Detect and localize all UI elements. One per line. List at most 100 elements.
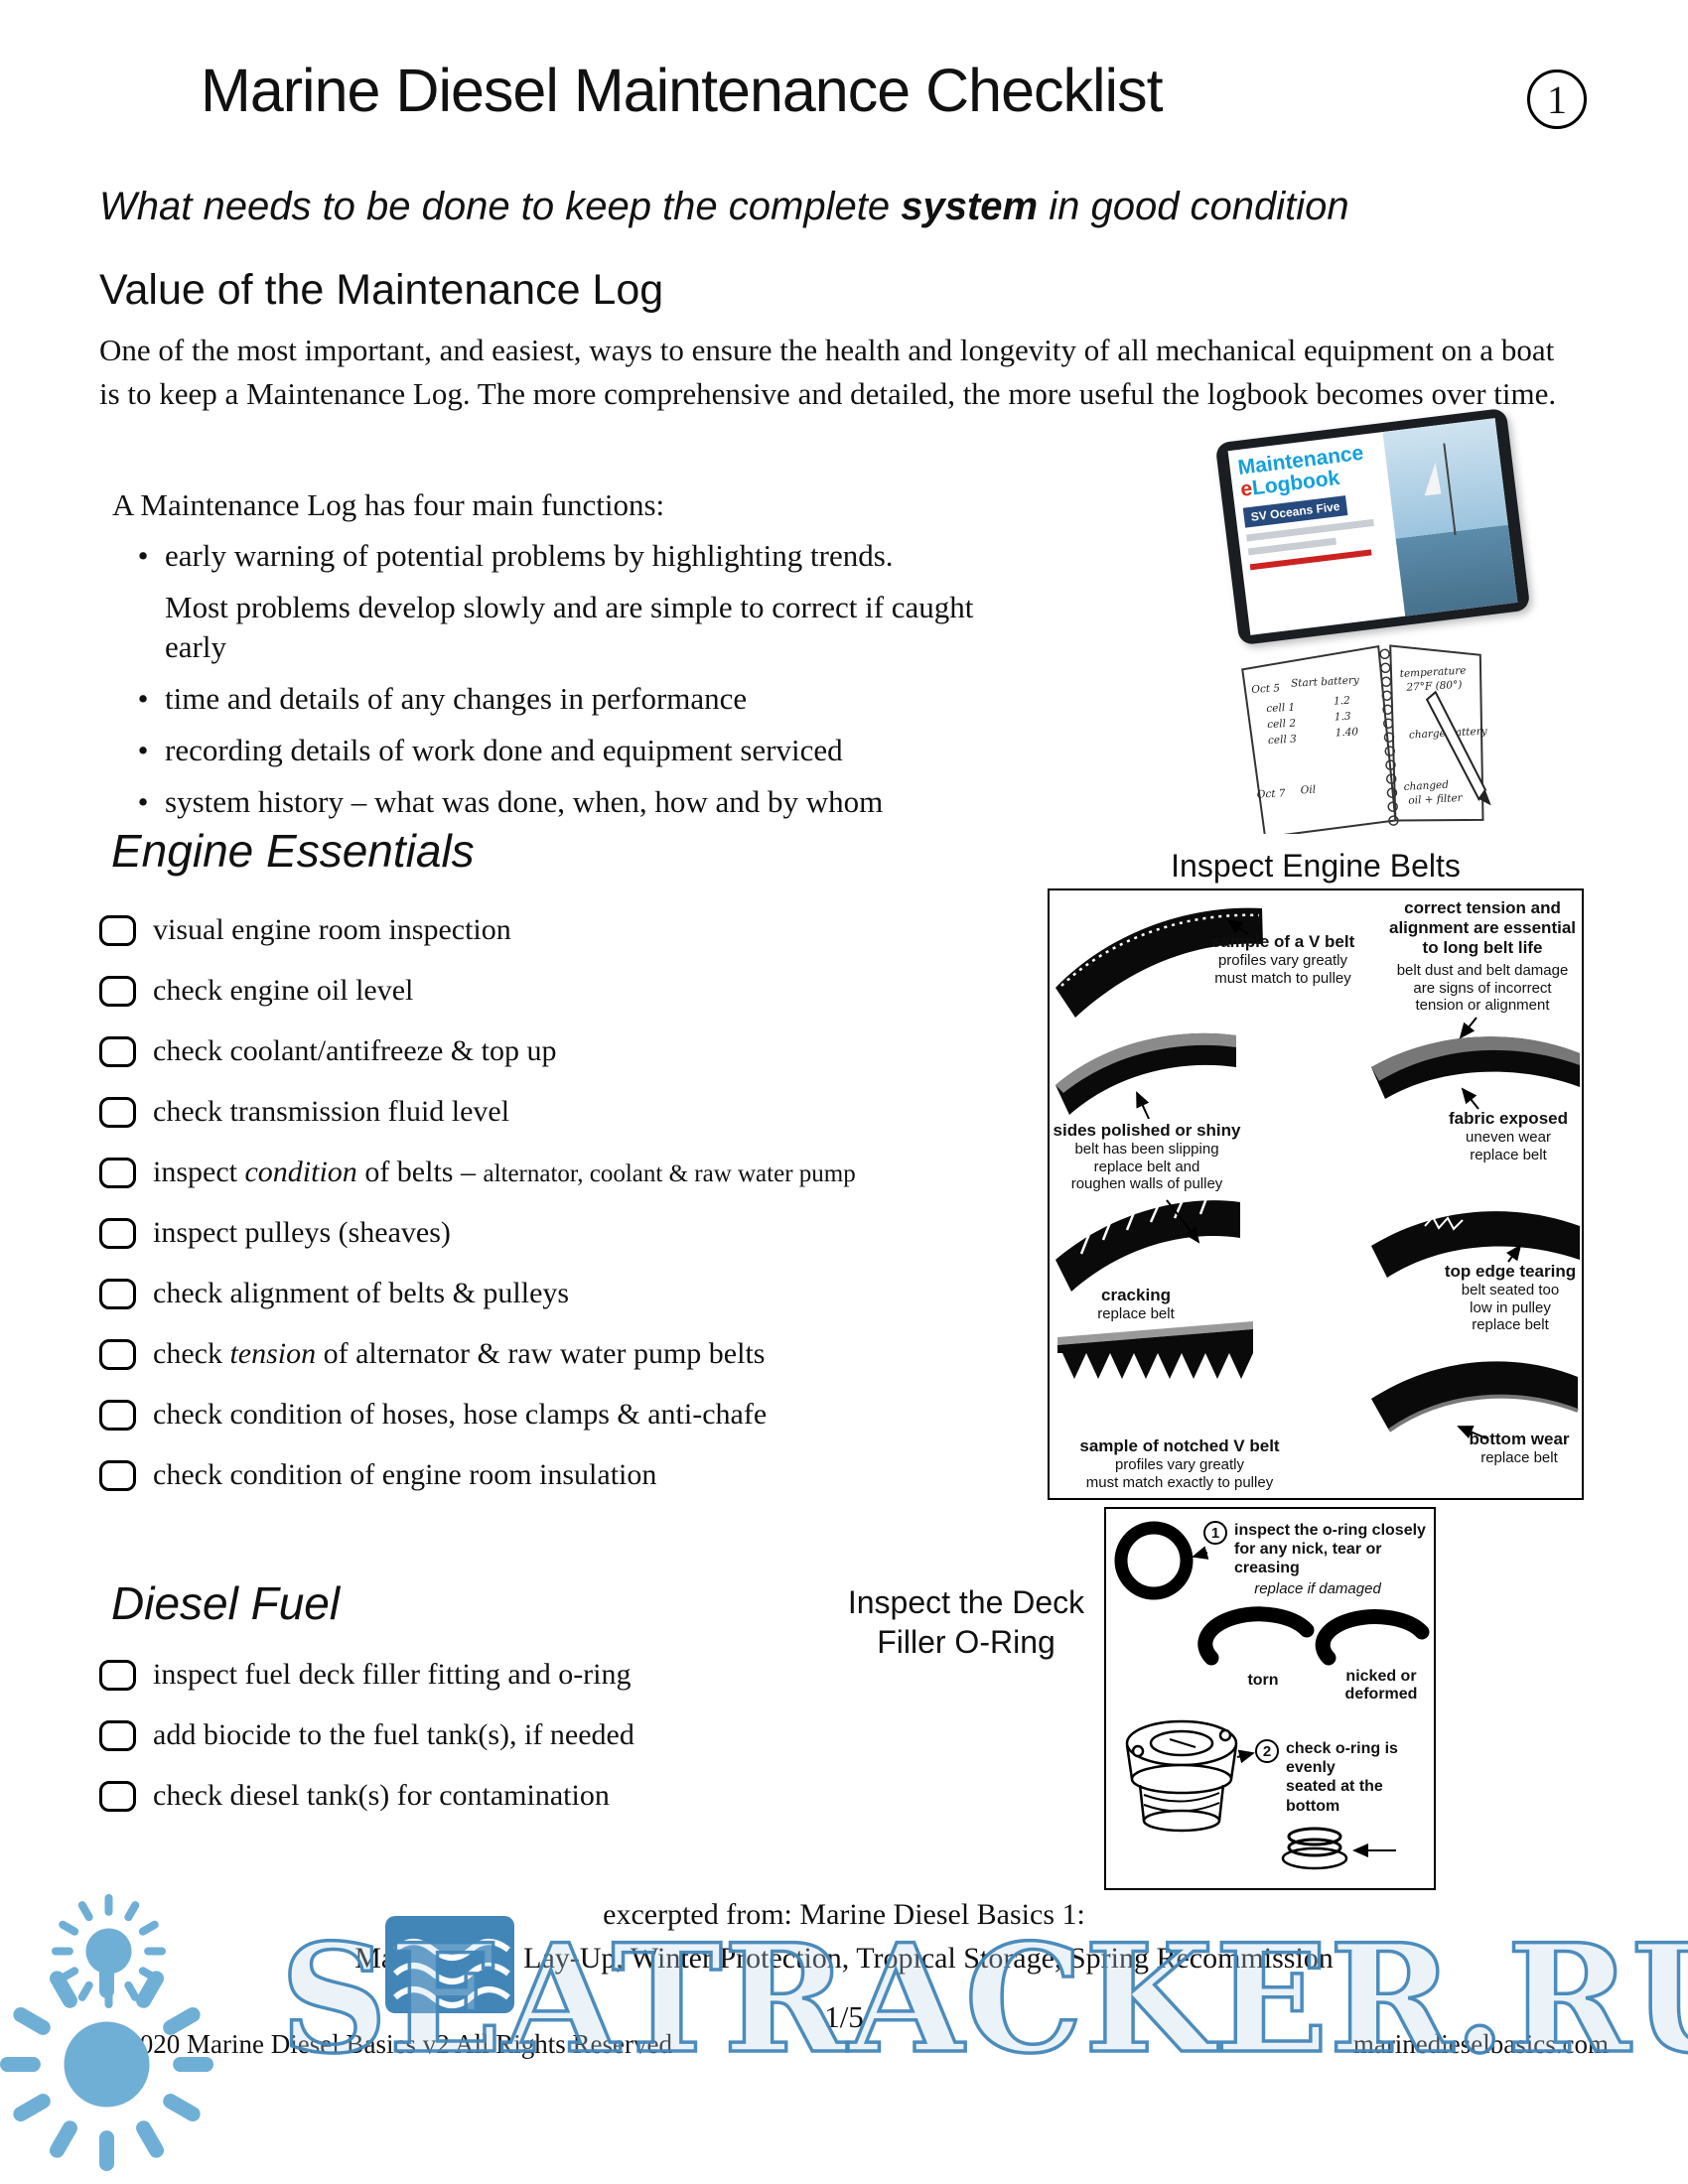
checklist-item: check condition of hoses, hose clamps & … bbox=[99, 1396, 856, 1433]
elogbook-tablet-illustration: Maintenance eLogbook SV Oceans Five bbox=[1214, 407, 1531, 646]
sailboat-photo bbox=[1382, 418, 1518, 616]
checklist-item: check tension of alternator & raw water … bbox=[99, 1335, 856, 1373]
bullet-note: Most problems develop slowly and are sim… bbox=[165, 590, 974, 664]
diesel-checklist: inspect fuel deck filler fitting and o-r… bbox=[99, 1656, 634, 1838]
page-title: Marine Diesel Maintenance Checklist bbox=[201, 57, 1164, 124]
checkbox[interactable] bbox=[99, 1719, 136, 1751]
annotation-nicked: nicked or deformed bbox=[1344, 1668, 1418, 1703]
annotation-belt-dust: belt dust and belt damage are signs of i… bbox=[1396, 962, 1569, 1015]
checkbox[interactable] bbox=[99, 975, 136, 1007]
step-number-badge: 2 bbox=[1255, 1739, 1279, 1763]
checkbox[interactable] bbox=[99, 1217, 136, 1249]
bullet-dot: • bbox=[137, 538, 149, 573]
svg-text:temperature: temperature bbox=[1399, 665, 1466, 680]
checklist-item: check engine oil level bbox=[99, 972, 856, 1010]
svg-text:changed: changed bbox=[1403, 779, 1449, 793]
svg-text:1.3: 1.3 bbox=[1335, 711, 1352, 724]
svg-text:Oct 5: Oct 5 bbox=[1251, 682, 1281, 696]
logbook-sketch: Oct 5 Start battery cell 1 1.2 cell 2 1.… bbox=[1241, 644, 1491, 834]
section-heading-maintenance-log: Value of the Maintenance Log bbox=[99, 266, 664, 314]
checkbox[interactable] bbox=[99, 1780, 136, 1812]
checkbox[interactable] bbox=[99, 1659, 136, 1691]
checklist-label: check alignment of belts & pulleys bbox=[153, 1277, 570, 1309]
excerpt-line1: excerpted from: Marine Diesel Basics 1: bbox=[603, 1898, 1085, 1931]
oring-drawings bbox=[1114, 1521, 1430, 1870]
checklist-item: check condition of engine room insulatio… bbox=[99, 1456, 856, 1494]
svg-text:1.40: 1.40 bbox=[1335, 726, 1358, 739]
tablet-screen: Maintenance eLogbook SV Oceans Five bbox=[1227, 418, 1518, 635]
page-number-badge: 1 bbox=[1527, 69, 1587, 129]
checklist-item: check alignment of belts & pulleys bbox=[99, 1275, 856, 1312]
checkbox[interactable] bbox=[99, 914, 136, 946]
checklist-label: check engine oil level bbox=[153, 974, 414, 1007]
bullet-dot: • bbox=[137, 784, 149, 819]
functions-bullet-list: • early warning of potential problems by … bbox=[121, 536, 975, 834]
subtitle-pre: What needs to be done to keep the comple… bbox=[99, 185, 902, 228]
step-number-badge: 1 bbox=[1203, 1521, 1227, 1545]
checkbox[interactable] bbox=[99, 1459, 136, 1491]
bullet-text: early warning of potential problems by h… bbox=[165, 538, 894, 573]
checklist-item: check coolant/antifreeze & top up bbox=[99, 1032, 856, 1070]
placeholder-text-bar bbox=[1247, 537, 1336, 556]
checklist-label: inspect condition of belts – alternator,… bbox=[153, 1156, 856, 1188]
annotation-torn: torn bbox=[1247, 1672, 1279, 1689]
checkbox[interactable] bbox=[99, 1096, 136, 1128]
checklist-label: check tension of alternator & raw water … bbox=[153, 1337, 766, 1370]
svg-text:cell 2: cell 2 bbox=[1267, 718, 1297, 732]
subtitle-bold: system bbox=[901, 185, 1039, 228]
belt-drawings bbox=[1055, 907, 1580, 1439]
checkbox[interactable] bbox=[99, 1157, 136, 1188]
belts-figure-caption: Inspect Engine Belts bbox=[1171, 848, 1461, 884]
checklist-label: inspect fuel deck filler fitting and o-r… bbox=[153, 1658, 632, 1691]
checklist-label: check coolant/antifreeze & top up bbox=[153, 1034, 557, 1067]
checkbox[interactable] bbox=[99, 1278, 136, 1309]
spiral-binding bbox=[1379, 648, 1399, 826]
checkbox[interactable] bbox=[99, 1399, 136, 1431]
checklist-label: check condition of engine room insulatio… bbox=[153, 1458, 657, 1491]
bullet-item: • early warning of potential problems by … bbox=[121, 536, 975, 576]
oring-caption-line2: Filler O-Ring bbox=[877, 1624, 1055, 1660]
bullet-item: •time and details of any changes in perf… bbox=[121, 679, 975, 719]
checklist-label: check condition of hoses, hose clamps & … bbox=[153, 1398, 768, 1431]
functions-intro: A Maintenance Log has four main function… bbox=[112, 487, 665, 522]
checklist-item: add biocide to the fuel tank(s), if need… bbox=[99, 1716, 634, 1754]
checklist-item: inspect fuel deck filler fitting and o-r… bbox=[99, 1656, 634, 1694]
subtitle-post: in good condition bbox=[1038, 185, 1349, 228]
sail-shape bbox=[1420, 462, 1442, 496]
engine-checklist: visual engine room inspection check engin… bbox=[99, 911, 856, 1517]
svg-text:27°F (80°): 27°F (80°) bbox=[1405, 679, 1463, 694]
svg-text:cell 1: cell 1 bbox=[1266, 702, 1295, 715]
annotation-correct-tension: correct tension and alignment are essent… bbox=[1388, 898, 1577, 958]
checklist-label: check diesel tank(s) for contamination bbox=[153, 1779, 610, 1812]
copyright-notice: © 2020 Marine Diesel Basics v2 All Right… bbox=[99, 2029, 672, 2059]
intro-paragraph: One of the most important, and easiest, … bbox=[99, 333, 1557, 412]
checklist-item: visual engine room inspection bbox=[99, 911, 856, 949]
checkbox[interactable] bbox=[99, 1338, 136, 1370]
bullet-item: • system history – what was done, when, h… bbox=[121, 782, 975, 822]
page-indicator: 1/5 bbox=[824, 1999, 864, 2034]
svg-text:cell 3: cell 3 bbox=[1268, 734, 1298, 748]
pen-sketch bbox=[1425, 690, 1491, 806]
oring-figure-caption: Inspect the Deck Filler O-Ring bbox=[822, 1582, 1110, 1662]
website-url: marinedieselbasics.com bbox=[1352, 2029, 1609, 2059]
svg-text:Oil: Oil bbox=[1300, 784, 1316, 797]
svg-text:Oct 7: Oct 7 bbox=[1257, 787, 1287, 801]
checkbox[interactable] bbox=[99, 1035, 136, 1067]
page-subtitle: What needs to be done to keep the comple… bbox=[99, 185, 1349, 229]
sun-logo-icon bbox=[0, 1958, 213, 2171]
bullet-text: time and details of any changes in perfo… bbox=[165, 681, 748, 716]
checklist-label: inspect pulleys (sheaves) bbox=[153, 1216, 451, 1249]
checklist-item: check transmission fluid level bbox=[99, 1093, 856, 1131]
bullet-text: system history – what was done, when, ho… bbox=[165, 784, 884, 819]
